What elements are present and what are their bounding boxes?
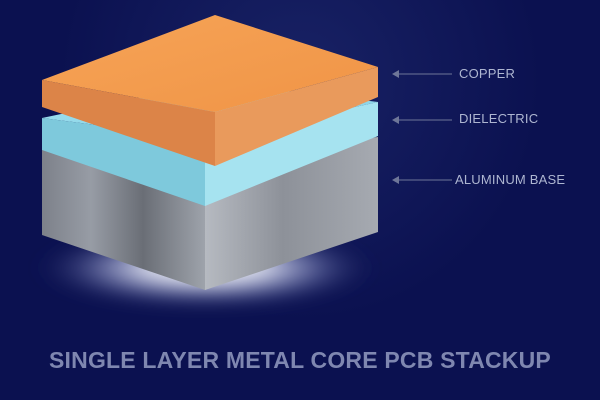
- copper-top-face: [42, 15, 378, 112]
- copper-layer: [42, 15, 378, 166]
- copper-label: COPPER: [459, 66, 516, 81]
- copper-pointer: [392, 70, 452, 78]
- diagram-caption: SINGLE LAYER METAL CORE PCB STACKUP: [49, 347, 551, 373]
- aluminum-pointer: [392, 176, 452, 184]
- copper-right-face: [215, 67, 378, 166]
- dielectric-label: DIELECTRIC: [459, 111, 539, 126]
- dielectric-right-face: [205, 102, 378, 206]
- dielectric-pointer: [392, 116, 452, 124]
- aluminum-base-label: ALUMINUM BASE: [455, 172, 566, 187]
- copper-left-face: [42, 80, 215, 166]
